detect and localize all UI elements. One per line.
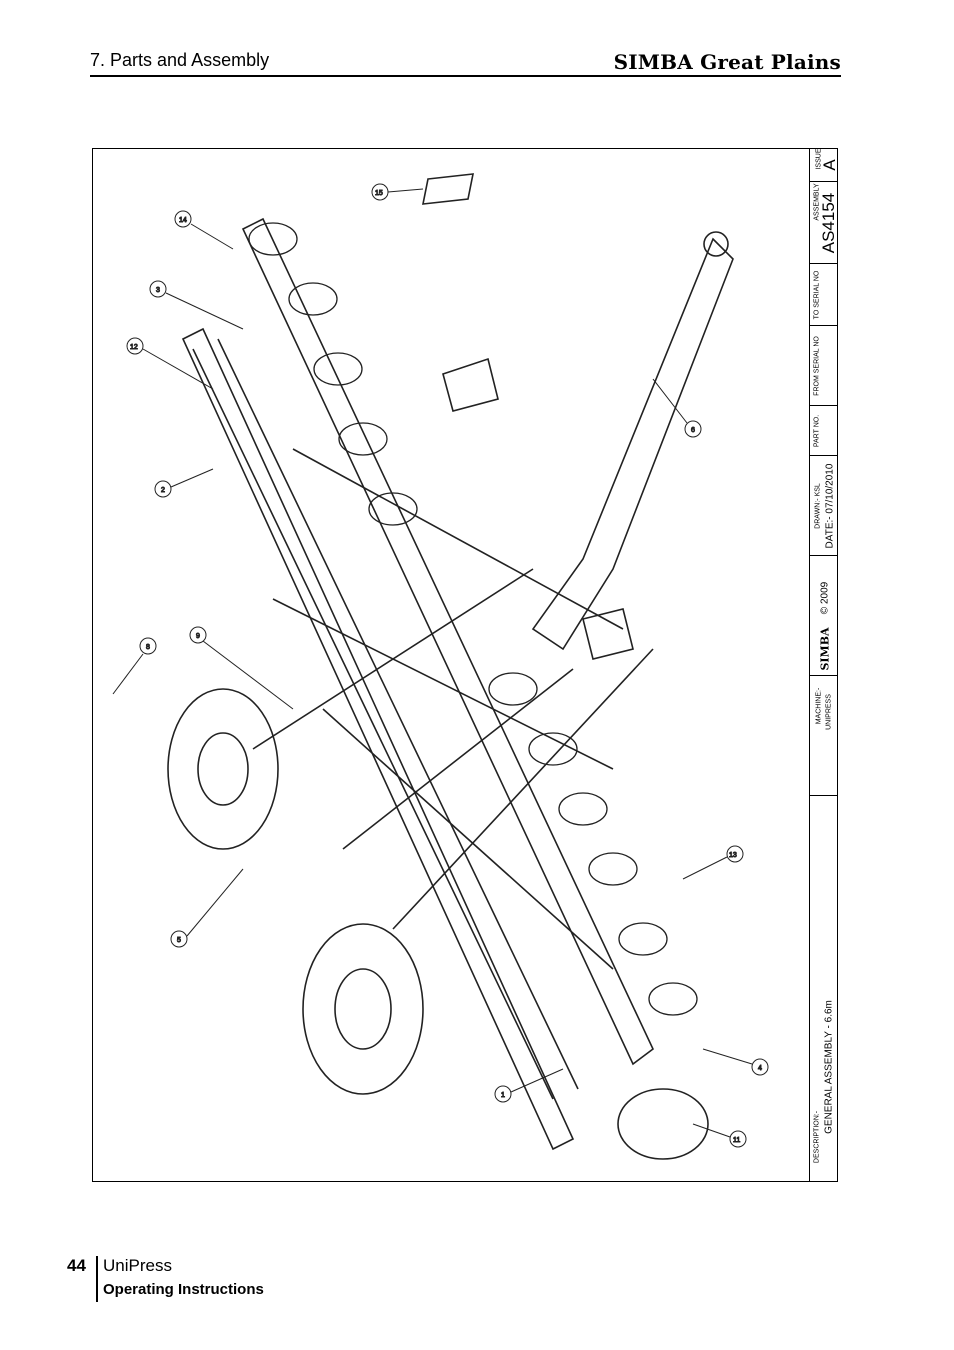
callout-9: 9 <box>189 626 294 710</box>
svg-text:12: 12 <box>130 344 138 351</box>
assembly-drawing: 14 3 12 2 9 8 5 15 6 13 4 1 11 ISSUE A A… <box>92 148 838 1182</box>
callout-15: 15 <box>371 183 424 201</box>
callout-2: 2 <box>154 468 214 498</box>
header-divider <box>90 75 841 77</box>
product-name: UniPress <box>103 1256 172 1275</box>
document-subtitle: Operating Instructions <box>103 1281 264 1298</box>
callout-8: 8 <box>112 637 157 695</box>
assembly-cell: ASSEMBLY AS4154 <box>810 181 837 263</box>
callout-4: 4 <box>702 1048 769 1076</box>
machine-cell: MACHINE:- UNIPRESS <box>810 675 837 795</box>
footer-divider <box>96 1256 98 1302</box>
description-cell: DESCRIPTION:- GENERAL ASSEMBLY - 6.6m <box>810 795 837 1181</box>
simba-logo: SIMBA <box>818 627 831 671</box>
callout-5: 5 <box>170 868 244 948</box>
callout-6: 6 <box>652 378 702 438</box>
callout-11: 11 <box>692 1123 747 1148</box>
drawn-date-cell: DRAWN:- KSL DATE:- 07/10/2010 <box>810 455 837 555</box>
to-serial-cell: TO SERIAL NO <box>810 263 837 325</box>
callout-12: 12 <box>126 337 214 390</box>
svg-text:1: 1 <box>501 1092 505 1099</box>
title-block: ISSUE A ASSEMBLY AS4154 TO SERIAL NO FRO… <box>809 148 838 1181</box>
from-serial-cell: FROM SERIAL NO <box>810 325 837 405</box>
svg-text:5: 5 <box>177 937 181 944</box>
svg-text:3: 3 <box>156 287 160 294</box>
callout-13: 13 <box>682 845 744 880</box>
page-number: 44 <box>67 1256 86 1275</box>
svg-text:14: 14 <box>179 217 187 224</box>
svg-text:13: 13 <box>729 852 737 859</box>
brand-logo: SIMBA Great Plains <box>613 50 841 74</box>
svg-text:4: 4 <box>758 1065 762 1072</box>
part-no-cell: PART NO. <box>810 405 837 455</box>
callout-3: 3 <box>149 280 244 330</box>
callout-1: 1 <box>494 1068 564 1103</box>
svg-text:2: 2 <box>161 487 165 494</box>
svg-text:8: 8 <box>146 644 150 651</box>
svg-text:15: 15 <box>375 190 383 197</box>
machine-illustration: 14 3 12 2 9 8 5 15 6 13 4 1 11 <box>112 173 769 1160</box>
svg-text:11: 11 <box>733 1137 740 1144</box>
svg-text:9: 9 <box>196 633 200 640</box>
issue-cell: ISSUE A <box>815 148 838 171</box>
callout-14: 14 <box>174 210 234 250</box>
section-title: 7. Parts and Assembly <box>90 50 270 70</box>
copyright-cell: © 2009 SIMBA <box>810 555 837 675</box>
svg-text:6: 6 <box>691 427 695 434</box>
